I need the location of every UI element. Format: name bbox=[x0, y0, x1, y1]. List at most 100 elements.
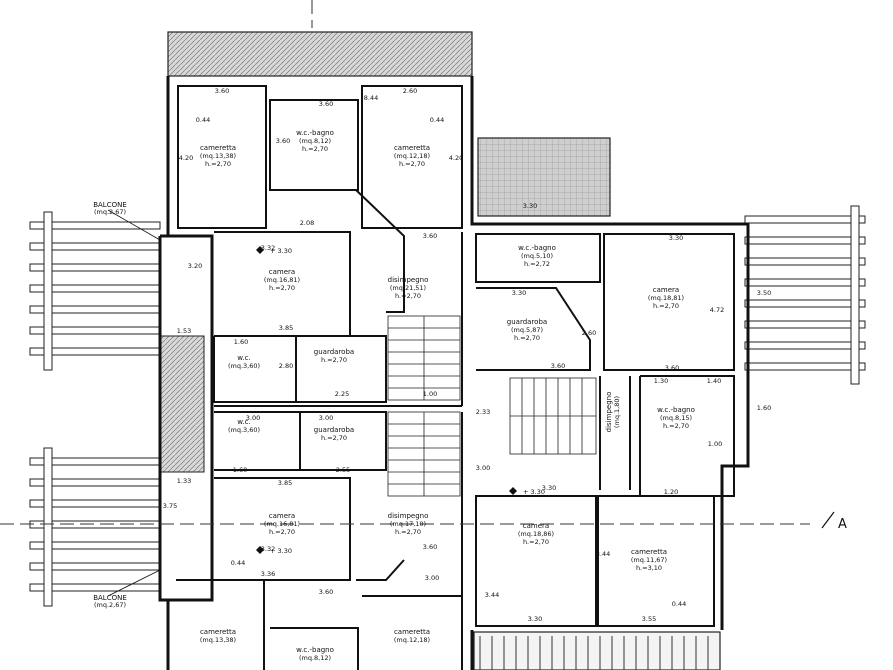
dimension-label: 3.60 bbox=[423, 543, 437, 551]
room-height: h.=2,70 bbox=[205, 160, 231, 168]
room-height: h.=2,70 bbox=[663, 422, 689, 430]
room-name: cameretta bbox=[631, 548, 667, 556]
terrace-top bbox=[167, 31, 473, 77]
room-height: h.=2,70 bbox=[399, 160, 425, 168]
balcony-leaders bbox=[107, 209, 161, 597]
balcony-name: BALCONE bbox=[93, 201, 127, 209]
dimension-label: 3.44 bbox=[485, 591, 499, 599]
elevation-marker bbox=[256, 246, 264, 254]
dimension-label: 1.30 bbox=[654, 377, 668, 385]
elevation-marker bbox=[509, 487, 517, 495]
room-name: cameretta bbox=[394, 144, 430, 152]
dimension-label: 3.30 bbox=[512, 289, 526, 297]
dimension-label: 1.00 bbox=[708, 440, 722, 448]
dimension-label: 2.08 bbox=[300, 219, 314, 227]
room-name: guardaroba bbox=[314, 348, 354, 356]
room-name: w.c. bbox=[237, 418, 250, 426]
room-name: w.c. bbox=[237, 354, 250, 362]
room-height: h.=2,70 bbox=[302, 145, 328, 153]
dimension-label: 3.32 bbox=[261, 244, 275, 252]
room-area: (mq.12,18) bbox=[394, 636, 430, 644]
dimension-label: 3.85 bbox=[279, 324, 293, 332]
pergola-right bbox=[744, 205, 866, 385]
axis-lines bbox=[0, 0, 810, 525]
dimension-label: 1.20 bbox=[664, 488, 678, 496]
room-area: (mq.11,67) bbox=[631, 556, 667, 564]
railing-bottom bbox=[479, 636, 709, 670]
room-name: w.c.-bagno bbox=[296, 646, 334, 654]
dimension-label: 1.60 bbox=[757, 404, 771, 412]
outer-walls bbox=[158, 76, 750, 670]
elevation-marker bbox=[256, 546, 264, 554]
dimension-label: 0.44 bbox=[231, 559, 245, 567]
room-area: (mq.18,86) bbox=[518, 530, 554, 538]
room-height: h.=2,70 bbox=[523, 538, 549, 546]
dimension-label: 1.53 bbox=[177, 327, 191, 335]
balcony-area: (mq.2,67) bbox=[94, 601, 126, 609]
room-name: guardaroba bbox=[507, 318, 547, 326]
dimension-label: 3.60 bbox=[551, 362, 565, 370]
pergola-left-top bbox=[29, 211, 161, 371]
room-area: (mq.8,15) bbox=[660, 414, 692, 422]
room-area: (mq.8,12) bbox=[299, 654, 331, 662]
dimension-label: 3.30 bbox=[528, 615, 542, 623]
room-area: (mq.1,80) bbox=[613, 396, 621, 428]
dimension-label: 1.60 bbox=[233, 466, 247, 474]
dimension-label: 3.00 bbox=[246, 414, 260, 422]
room-height: h.=2,70 bbox=[653, 302, 679, 310]
room-name: disimpegno bbox=[605, 392, 613, 433]
dimension-label: 2.55 bbox=[336, 466, 350, 474]
terrace-bottom bbox=[473, 631, 721, 670]
room-name: guardaroba bbox=[314, 426, 354, 434]
room-area: (mq.16,81) bbox=[264, 520, 300, 528]
dimension-label: 0.44 bbox=[672, 600, 686, 608]
dimension-label: 3.20 bbox=[188, 262, 202, 270]
room-area: (mq.5,10) bbox=[521, 252, 553, 260]
dimension-label: 3.60 bbox=[319, 100, 333, 108]
room-name: w.c.-bagno bbox=[518, 244, 556, 252]
dimension-label: 3.00 bbox=[319, 414, 333, 422]
room-name: disimpegno bbox=[388, 512, 429, 520]
room-area: (mq.8,12) bbox=[299, 137, 331, 145]
dimension-label: 3.30 bbox=[669, 234, 683, 242]
dimension-label: 3.60 bbox=[665, 364, 679, 372]
dimension-label: 3.60 bbox=[215, 87, 229, 95]
section-mark bbox=[821, 511, 835, 529]
inner-walls-left bbox=[176, 85, 463, 670]
room-area: (mq.12,18) bbox=[394, 152, 430, 160]
room-height: h.=2,70 bbox=[269, 284, 295, 292]
room-area: (mq.16,81) bbox=[264, 276, 300, 284]
annotations: cameretta(mq.13,38)h.=2,70w.c.-bagno(mq.… bbox=[93, 87, 771, 662]
courtyard-left bbox=[159, 335, 205, 473]
room-name: camera bbox=[269, 268, 295, 276]
dimension-label: 0.44 bbox=[196, 116, 210, 124]
room-name: camera bbox=[523, 522, 549, 530]
dimension-label: 3.60 bbox=[423, 232, 437, 240]
dimension-label: 8.44 bbox=[364, 94, 378, 102]
inner-walls-right bbox=[475, 233, 735, 627]
room-area: h.=2,70 bbox=[321, 434, 347, 442]
room-height: h.=3,10 bbox=[636, 564, 662, 572]
section-label: A bbox=[838, 517, 847, 532]
dimension-label: 4.20 bbox=[449, 154, 463, 162]
room-name: w.c.-bagno bbox=[657, 406, 695, 414]
room-height: h.=2,70 bbox=[395, 528, 421, 536]
dimension-label: 3.00 bbox=[476, 464, 490, 472]
room-name: camera bbox=[269, 512, 295, 520]
room-name: cameretta bbox=[394, 628, 430, 636]
dimension-label: 3.30 bbox=[523, 202, 537, 210]
room-area: (mq.17,10) bbox=[390, 520, 426, 528]
room-area: h.=2,70 bbox=[321, 356, 347, 364]
dimension-label: 3.85 bbox=[278, 479, 292, 487]
dimension-label: 3.32 bbox=[261, 545, 275, 553]
dimension-label: 2.25 bbox=[335, 390, 349, 398]
balcony-name: BALCONE bbox=[93, 594, 127, 602]
dimension-label: 2.60 bbox=[403, 87, 417, 95]
dimension-label: 0.44 bbox=[430, 116, 444, 124]
dimension-label: 3.30 bbox=[542, 484, 556, 492]
room-area: (mq.13,38) bbox=[200, 152, 236, 160]
dimension-label: 1.33 bbox=[177, 477, 191, 485]
room-name: cameretta bbox=[200, 144, 236, 152]
dimension-label: 2.60 bbox=[582, 329, 596, 337]
dimension-label: 1.40 bbox=[707, 377, 721, 385]
